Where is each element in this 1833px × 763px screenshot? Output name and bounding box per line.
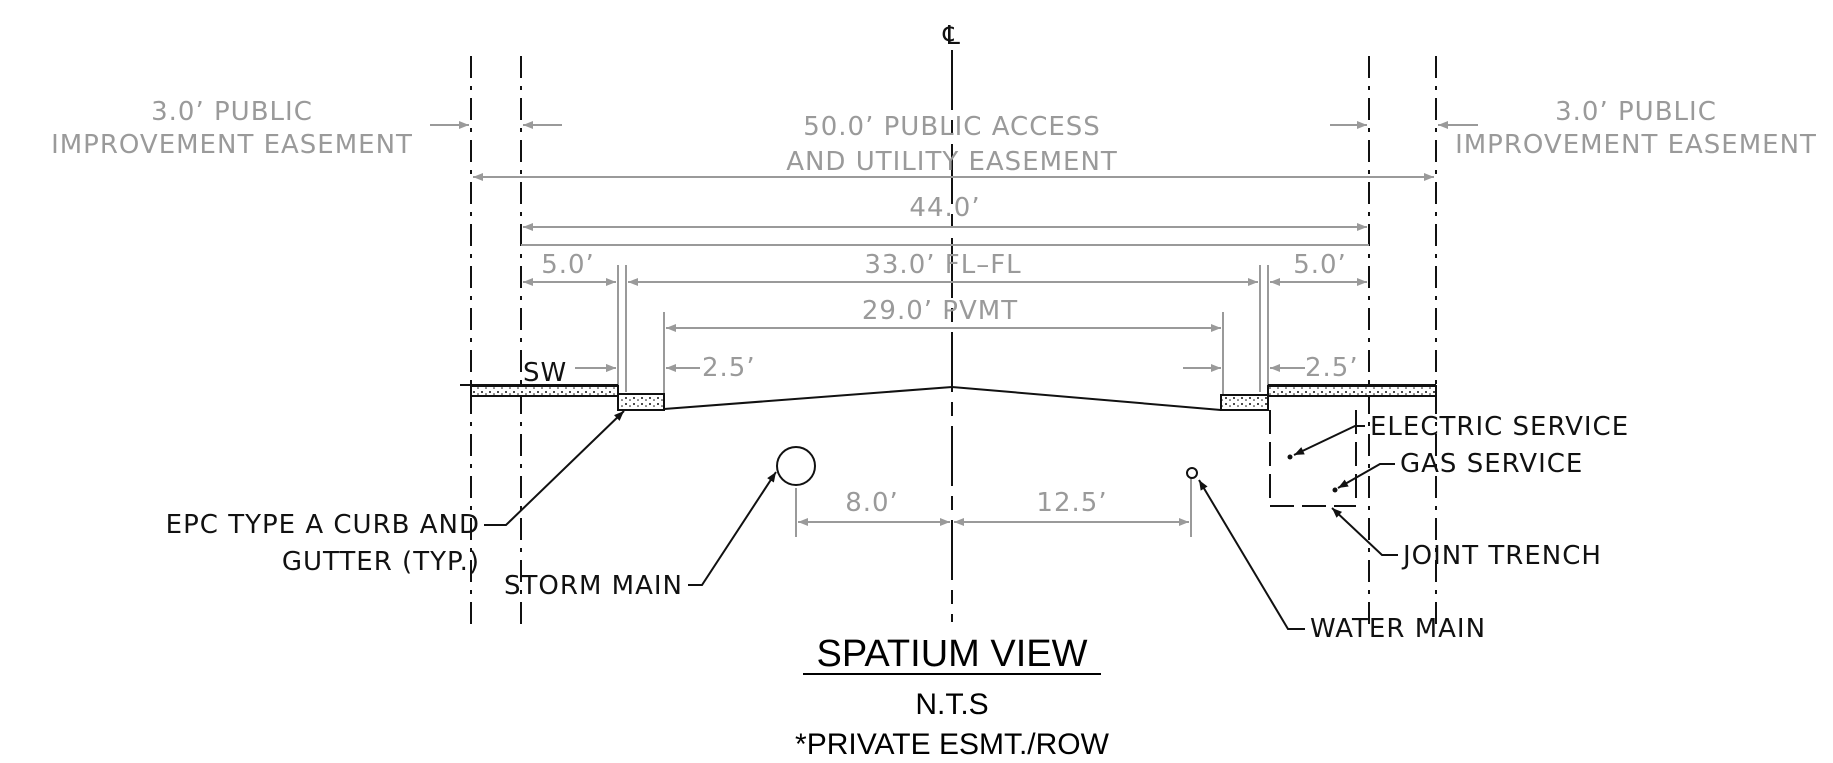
curb-left	[617, 393, 665, 411]
curb-label-line2: GUTTER (TYP.)	[282, 547, 480, 577]
storm-main-label: STORM MAIN	[504, 571, 683, 601]
easement-right-line2: IMPROVEMENT EASEMENT	[1455, 130, 1817, 160]
dim-sidewalk-right-label: 5.0’	[1293, 250, 1347, 280]
electric-service-leader	[1293, 425, 1365, 456]
electric-service-label: ELECTRIC SERVICE	[1370, 412, 1629, 442]
water-main-pipe	[1186, 467, 1198, 479]
view-scale: N.T.S	[915, 688, 988, 721]
easement-left-line2: IMPROVEMENT EASEMENT	[51, 130, 413, 160]
curb-leader	[484, 410, 625, 526]
easement-right-line1: 3.0’ PUBLIC	[1555, 97, 1717, 127]
curb-label-line1: EPC TYPE A CURB AND	[166, 510, 480, 540]
view-title: SPATIUM VIEW	[817, 633, 1088, 675]
view-note: *PRIVATE ESMT./ROW	[795, 728, 1110, 761]
storm-main-pipe	[776, 446, 816, 486]
dim-flowline-label: 33.0’ FL–FL	[864, 250, 1021, 280]
joint-trench-box	[1269, 410, 1357, 507]
gas-service-conduit	[1332, 487, 1338, 493]
dim-gutter-right-label: 2.5’	[1305, 353, 1359, 383]
dim-storm-offset-label: 8.0’	[845, 488, 899, 518]
joint-trench-label: JOINT TRENCH	[1401, 541, 1602, 571]
easement-center-line2: AND UTILITY EASEMENT	[786, 147, 1118, 177]
water-main-leader	[1198, 479, 1305, 630]
curb-right	[1220, 394, 1269, 411]
gas-service-label: GAS SERVICE	[1400, 449, 1583, 479]
dim-water-offset-label: 12.5’	[1036, 488, 1107, 518]
street-profile	[460, 384, 1437, 411]
sidewalk-right-slab	[1267, 385, 1437, 397]
easement-center-line1: 50.0’ PUBLIC ACCESS	[803, 112, 1101, 142]
storm-main-leader	[688, 471, 777, 586]
dim-gutter-left-label: 2.5’	[702, 353, 756, 383]
pavement-crown	[663, 385, 1222, 411]
water-main-label: WATER MAIN	[1310, 614, 1486, 644]
easement-left-line1: 3.0’ PUBLIC	[151, 97, 313, 127]
gas-service-leader	[1337, 463, 1395, 489]
sidewalk-label: SW	[523, 358, 567, 388]
dim-overall-label: 44.0’	[909, 193, 980, 223]
dim-sidewalk-left-label: 5.0’	[541, 250, 595, 280]
centerline-symbol: ℄	[942, 21, 961, 51]
dim-pavement-label: 29.0’ PVMT	[862, 296, 1018, 326]
electric-service-conduit	[1287, 454, 1293, 460]
joint-trench-leader	[1331, 507, 1398, 556]
